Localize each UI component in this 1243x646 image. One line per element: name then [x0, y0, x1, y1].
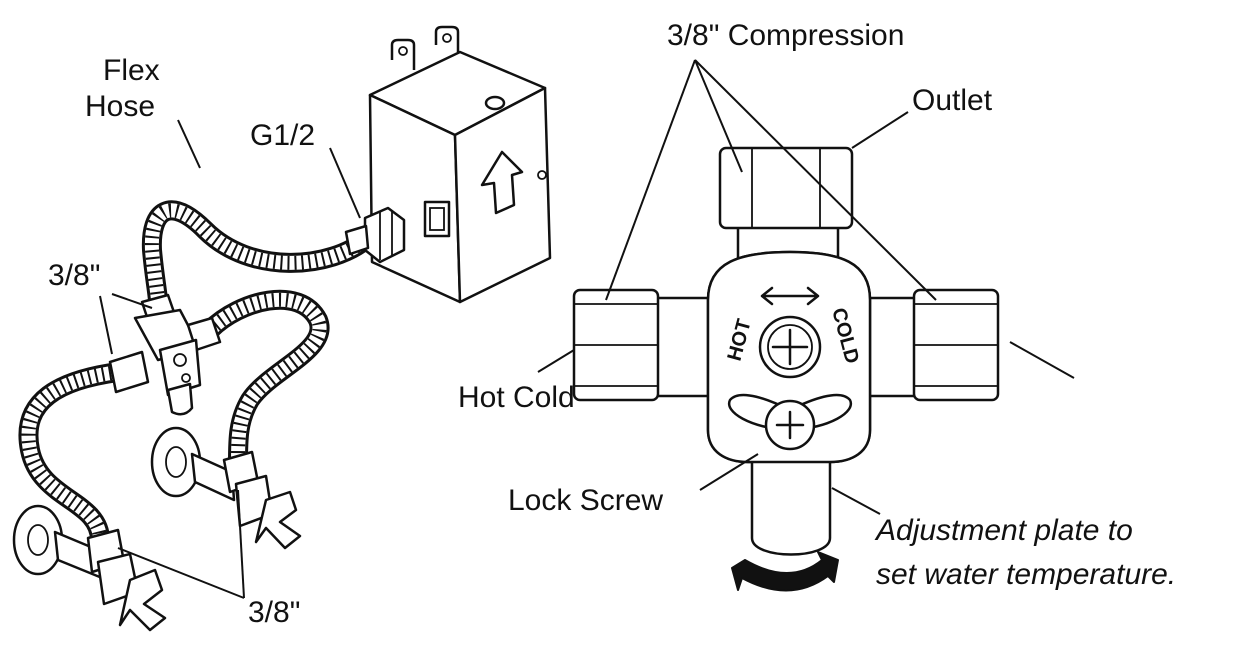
lock-screw-label: Lock Screw: [508, 484, 663, 517]
outlet-leader: [851, 111, 909, 149]
compression-label: 3/8" Compression: [667, 19, 904, 52]
outlet-nut: [718, 146, 854, 230]
temperature-direction-arrow-icon: [760, 286, 820, 306]
three-eighths-bottom-leader-a: [117, 547, 245, 599]
lock-screw-leader: [699, 453, 759, 491]
flex-hose-leader: [177, 119, 201, 169]
center-screw: [758, 315, 822, 379]
compression-leader-cold: [694, 59, 937, 301]
adjustment-leader: [831, 487, 881, 515]
cold-leader: [1009, 341, 1075, 379]
left-assembly: [12, 25, 552, 632]
tee-fitting: [108, 293, 222, 416]
g-half-label: G1/2: [250, 119, 315, 152]
flex-hose-right: [200, 289, 330, 472]
hot-cold-label: Hot Cold: [458, 381, 575, 414]
lock-screw[interactable]: [727, 393, 853, 451]
flex-hose-label-line2: Hose: [85, 90, 155, 123]
hot-inlet-nut: [572, 288, 660, 402]
three-eighths-bottom-leader-b: [237, 489, 245, 599]
three-eighths-top-label: 3/8": [48, 259, 100, 292]
cold-inlet-nut: [912, 288, 1000, 402]
adjustment-label-line2: set water temperature.: [876, 558, 1176, 591]
compression-leader-outlet: [694, 59, 743, 173]
adjustment-label-line1: Adjustment plate to: [874, 514, 1133, 547]
mixing-valve: HOT COLD: [572, 146, 1000, 592]
flex-hose-label-line1: Flex: [103, 54, 160, 87]
outlet-label: Outlet: [912, 84, 993, 117]
three-eighths-top-leader-b: [99, 295, 113, 355]
three-eighths-bottom-label: 3/8": [248, 596, 300, 629]
g-half-leader: [329, 147, 361, 219]
angle-valve-left: [12, 504, 167, 632]
flex-hose-left: [18, 362, 128, 550]
control-box: [344, 25, 552, 304]
hot-leader: [537, 349, 575, 373]
flex-hose-main: [141, 200, 378, 328]
three-eighths-top-leader-a: [111, 293, 153, 309]
angle-valve-right: [150, 426, 302, 550]
rotation-arrow-icon: [731, 551, 839, 592]
adjustment-plate[interactable]: [750, 438, 832, 556]
compression-leader-hot: [605, 59, 696, 301]
